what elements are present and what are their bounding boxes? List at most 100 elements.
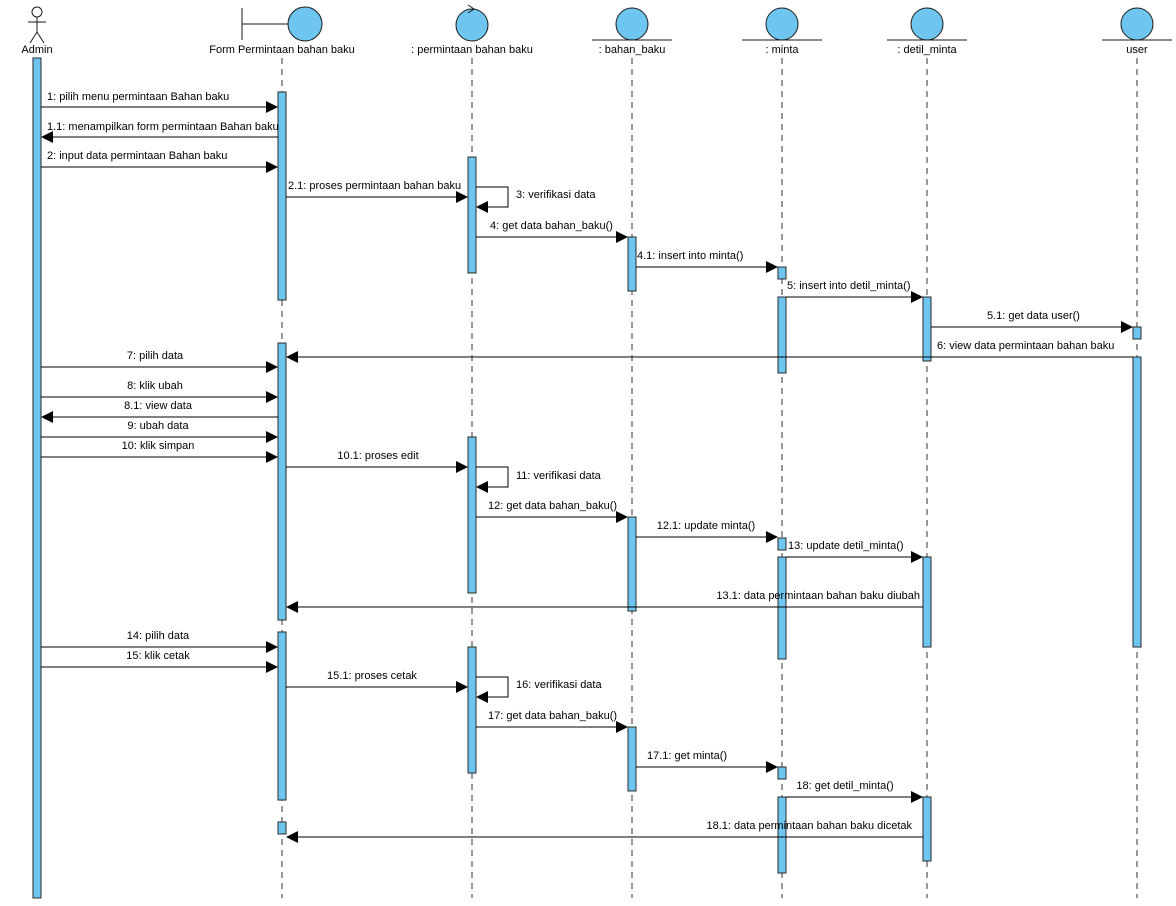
activation-bar [627,516,637,612]
message[interactable]: 8: klik ubah [41,380,278,403]
message[interactable]: 18: get detil_minta() [786,780,923,803]
activation-bar [627,236,637,292]
self-message[interactable]: 3: verifikasi data [476,186,596,213]
participant-label: Form Permintaan bahan baku [209,44,355,56]
activation-bar [922,556,932,648]
message-label: 4: get data bahan_baku() [490,220,613,232]
activation-bar [777,296,787,374]
control-icon [455,4,489,42]
participant-form[interactable]: Form Permintaan bahan baku [209,6,355,56]
activation-bar [277,342,287,621]
activation-bar [922,796,932,862]
message-label: 13: update detil_minta() [788,540,904,552]
message-label: 18: get detil_minta() [796,780,893,792]
activation-bar [1132,326,1142,340]
message[interactable]: 13.1: data permintaan bahan baku diubah [286,590,923,613]
self-message[interactable]: 11: verifikasi data [476,466,602,493]
message[interactable]: 2: input data permintaan Bahan baku [41,150,278,173]
message[interactable]: 4.1: insert into minta() [636,250,778,273]
message-label: 8.1: view data [124,400,193,412]
message[interactable]: 2.1: proses permintaan bahan baku [286,180,468,203]
message[interactable]: 12.1: update minta() [636,520,778,543]
participant-label: : permintaan bahan baku [411,44,533,56]
message-label: 17.1: get minta() [647,750,727,762]
message[interactable]: 13: update detil_minta() [786,540,923,563]
participant-detil-minta[interactable]: : detil_minta [887,7,967,56]
entity-icon [742,7,822,41]
message-label: 2: input data permintaan Bahan baku [47,150,227,162]
activation-bar [922,296,932,362]
message-label: 6: view data permintaan bahan baku [937,340,1114,352]
participant-label: : detil_minta [897,44,957,56]
message-label: 9: ubah data [127,420,189,432]
participant-label: Admin [21,44,52,56]
activation-bar [467,156,477,274]
activations [32,57,1142,899]
message-label: 3: verifikasi data [516,189,596,201]
entity-icon [592,7,672,41]
message-label: 18.1: data permintaan bahan baku dicetak [707,820,913,832]
activation-bar [277,821,287,835]
message[interactable]: 8.1: view data [41,400,278,423]
activation-bar [777,556,787,660]
message[interactable]: 18.1: data permintaan bahan baku dicetak [286,820,923,843]
message[interactable]: 10: klik simpan [41,440,278,463]
message-label: 13.1: data permintaan bahan baku diubah [716,590,920,602]
activation-bar [777,266,787,280]
message-label: 5: insert into detil_minta() [787,280,911,292]
message-label: 16: verifikasi data [516,679,602,691]
participant-control[interactable]: : permintaan bahan baku [411,4,533,56]
entity-icon [1102,7,1172,41]
activation-bar [467,436,477,594]
actor-icon [28,6,46,44]
activation-bar [777,537,787,551]
message-label: 1.1: menampilkan form permintaan Bahan b… [47,121,279,133]
self-message[interactable]: 16: verifikasi data [476,676,602,703]
message-label: 5.1: get data user() [987,310,1080,322]
message[interactable]: 14: pilih data [41,630,278,653]
participant-bahan-baku[interactable]: : bahan_baku [592,7,672,56]
participant-user[interactable]: user [1102,7,1172,56]
message-label: 15: klik cetak [126,650,190,662]
message[interactable]: 6: view data permintaan bahan baku [286,340,1133,363]
message-label: 12.1: update minta() [657,520,755,532]
message[interactable]: 15.1: proses cetak [286,670,468,693]
activation-bar [277,631,287,801]
activation-bar [467,646,477,774]
message[interactable]: 10.1: proses edit [286,450,468,473]
message[interactable]: 17: get data bahan_baku() [476,710,628,733]
message-label: 15.1: proses cetak [327,670,417,682]
message[interactable]: 1: pilih menu permintaan Bahan baku [41,91,278,113]
participant-minta[interactable]: : minta [742,7,822,56]
message[interactable]: 5.1: get data user() [931,310,1133,333]
message[interactable]: 1.1: menampilkan form permintaan Bahan b… [41,121,279,143]
message-label: 4.1: insert into minta() [637,250,743,262]
message[interactable]: 7: pilih data [41,350,278,373]
participant-label: user [1126,44,1148,56]
entity-icon [887,7,967,41]
boundary-icon [241,6,323,42]
message[interactable]: 12: get data bahan_baku() [476,500,628,523]
message-label: 11: verifikasi data [516,470,602,482]
message-label: 10.1: proses edit [337,450,418,462]
message-label: 17: get data bahan_baku() [488,710,617,722]
message-label: 14: pilih data [127,630,190,642]
activation-bar [777,796,787,874]
participant-admin[interactable]: Admin [21,6,53,56]
message[interactable]: 5: insert into detil_minta() [786,280,923,303]
message-label: 7: pilih data [127,350,184,362]
activation-bar [277,91,287,301]
message[interactable]: 15: klik cetak [41,650,278,673]
messages: 1: pilih menu permintaan Bahan baku 1.1:… [41,91,1133,843]
activation-bar [627,726,637,792]
participant-label: : bahan_baku [599,44,666,56]
message-label: 8: klik ubah [127,380,183,392]
message[interactable]: 4: get data bahan_baku() [476,220,628,243]
activation-bar [32,57,42,899]
participant-label: : minta [765,44,799,56]
activation-bar [777,766,787,780]
message[interactable]: 9: ubah data [41,420,278,443]
activation-bar [1132,356,1142,648]
message[interactable]: 17.1: get minta() [636,750,778,773]
